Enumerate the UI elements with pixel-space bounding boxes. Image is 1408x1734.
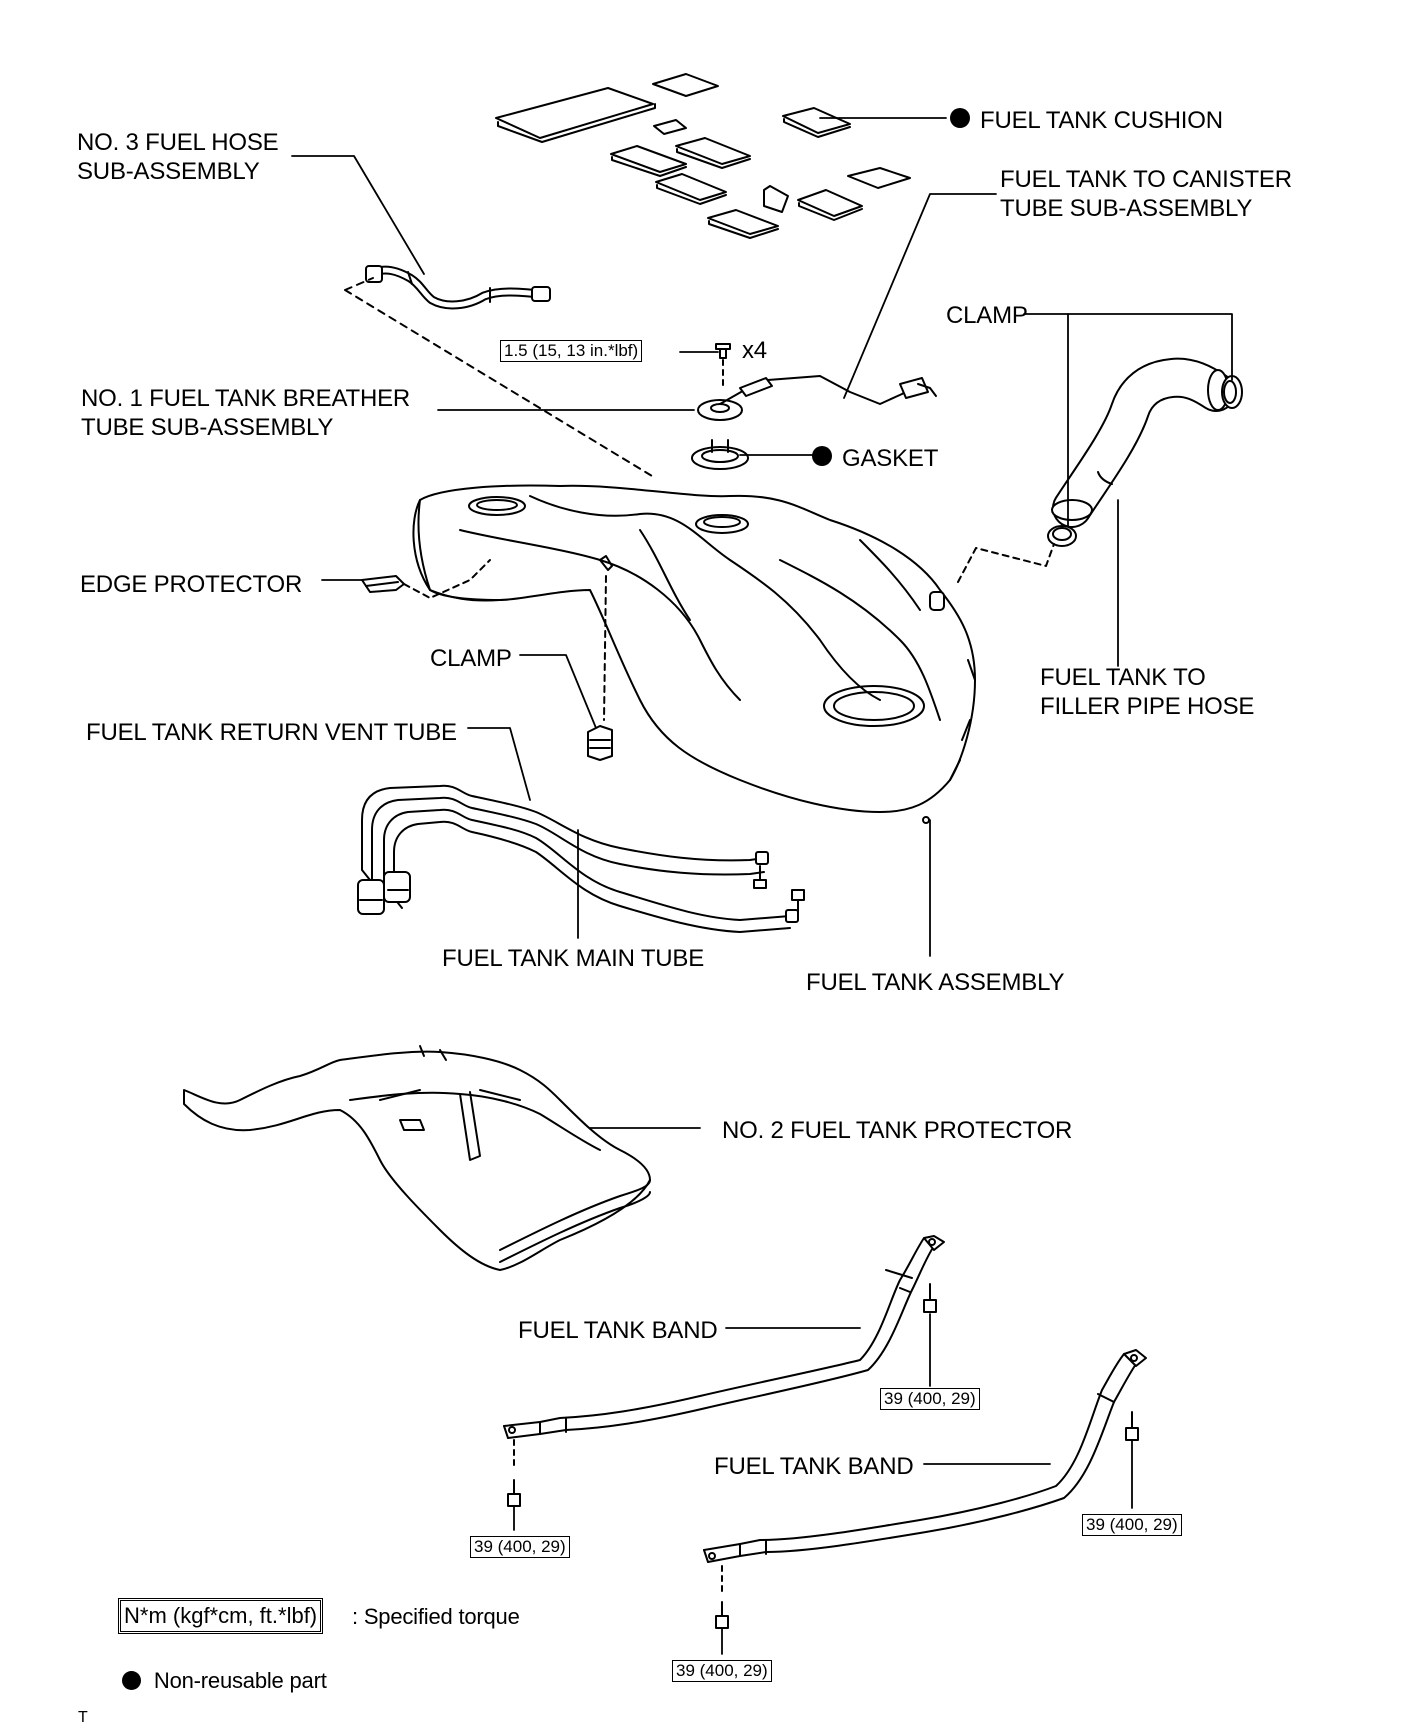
- torque-band2-top: 39 (400, 29): [1082, 1514, 1182, 1536]
- label-gasket: GASKET: [842, 445, 939, 472]
- label-no2-protector: NO. 2 FUEL TANK PROTECTOR: [722, 1117, 1073, 1144]
- label-filler-pipe-hose: FUEL TANK TO FILLER PIPE HOSE: [1040, 664, 1255, 720]
- breather-tube: [697, 375, 937, 421]
- legend-torque-unit: N*m (kgf*cm, ft.*lbf): [117, 1598, 324, 1634]
- gasket-part: [691, 439, 749, 470]
- label-tank-assembly: FUEL TANK ASSEMBLY: [806, 969, 1065, 996]
- label-edge-protector: EDGE PROTECTOR: [80, 571, 303, 598]
- tank-clamp-part: [587, 575, 613, 761]
- label-no3-fuel-hose: NO. 3 FUEL HOSE SUB-ASSEMBLY: [77, 129, 279, 185]
- corner-mark: T: [78, 1709, 88, 1726]
- legend-nonreusable-text: Non-reusable part: [153, 1668, 327, 1693]
- leader-lines: [291, 117, 1233, 1655]
- label-fuel-tank-band-1: FUEL TANK BAND: [518, 1317, 718, 1344]
- filler-pipe-hose-part: [1051, 357, 1236, 528]
- label-fuel-tank-band-2: FUEL TANK BAND: [714, 1453, 914, 1480]
- fuel-tank-band-1: [503, 1235, 945, 1507]
- label-breather-tube: NO. 1 FUEL TANK BREATHER TUBE SUB-ASSEMB…: [81, 385, 411, 441]
- legend-torque-desc: : Specified torque: [352, 1604, 520, 1629]
- fuel-tank-cushions: [495, 73, 911, 239]
- torque-band1-top: 39 (400, 29): [880, 1388, 980, 1410]
- breather-bolt: [715, 343, 731, 387]
- label-canister-tube: FUEL TANK TO CANISTER TUBE SUB-ASSEMBLY: [1000, 166, 1292, 222]
- label-return-vent-tube: FUEL TANK RETURN VENT TUBE: [86, 719, 457, 746]
- non-reusable-bullets: [812, 108, 970, 466]
- legend-nonreusable: Non-reusable part: [122, 1666, 327, 1695]
- label-clamp-upper: CLAMP: [946, 302, 1028, 329]
- edge-protector-part: [361, 559, 491, 599]
- fuel-tank-body: [412, 484, 976, 824]
- torque-breather-bolt: 1.5 (15, 13 in.*lbf): [500, 340, 643, 362]
- filler-connector-dashed: [957, 543, 1055, 583]
- fuel-tubes: [357, 784, 805, 933]
- hose-connector-dashed: [344, 277, 653, 477]
- label-clamp-lower: CLAMP: [430, 645, 512, 672]
- label-fuel-tank-cushion: FUEL TANK CUSHION: [980, 107, 1223, 134]
- torque-band1-bottom: 39 (400, 29): [470, 1536, 570, 1558]
- label-main-tube: FUEL TANK MAIN TUBE: [442, 945, 705, 972]
- label-bolt-count: x4: [742, 337, 767, 364]
- nonreusable-bullet-icon: [122, 1671, 141, 1690]
- no3-fuel-hose: [365, 265, 551, 310]
- torque-band2-bottom: 39 (400, 29): [672, 1660, 772, 1682]
- fuel-tank-band-2: [703, 1349, 1147, 1629]
- no2-protector-part: [183, 1045, 651, 1271]
